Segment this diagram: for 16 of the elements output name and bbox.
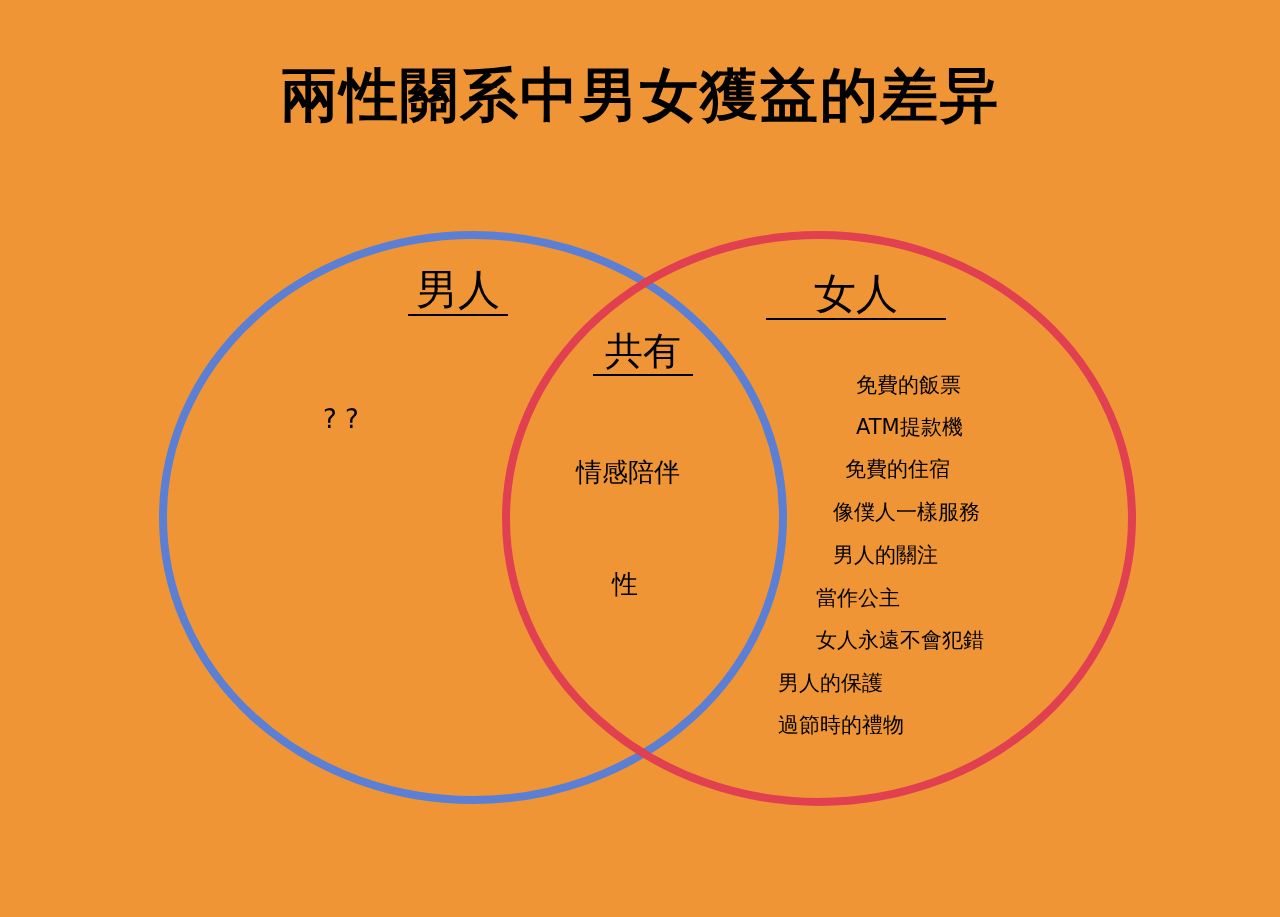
set-label: 共有 [593,330,693,376]
list-item: 男人的保護 [778,670,883,697]
list-item: 免費的住宿 [845,456,950,483]
list-item: 免費的飯票 [856,372,961,399]
set-label: 男人 [408,266,508,317]
set-item: 性 [612,568,638,601]
list-item: ATM提款機 [856,414,963,441]
list-item: 像僕人一樣服務 [833,499,980,526]
list-item: 過節時的禮物 [778,712,904,739]
set-item: ? ? [323,403,359,436]
list-item: 男人的關注 [833,542,938,569]
title: 兩性關系中男女獲益的差异 [279,60,1001,131]
list-item: 當作公主 [816,585,900,612]
list-item: 女人永遠不會犯錯 [816,627,984,654]
set-label: 女人 [766,270,946,321]
set-item: 情感陪伴 [576,456,680,489]
